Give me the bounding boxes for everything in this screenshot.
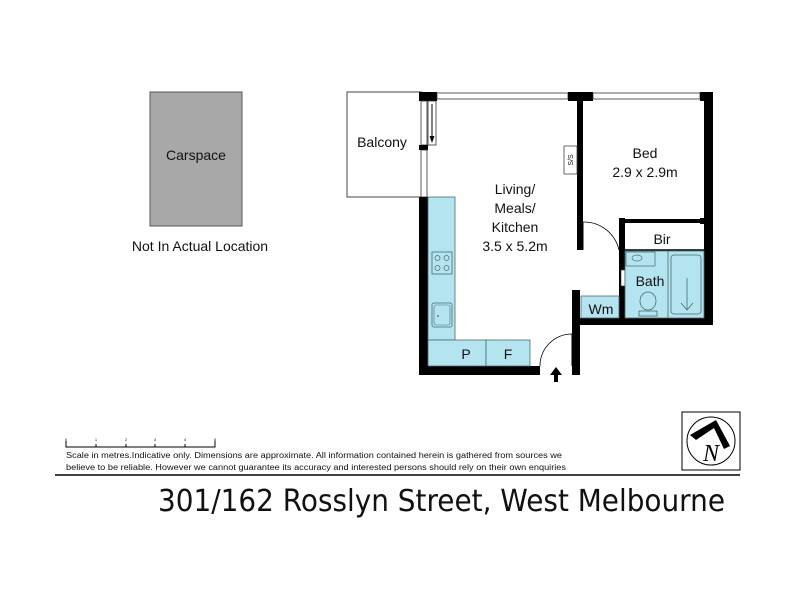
bedroom: Bed 2.9 x 2.9m <box>612 145 677 180</box>
compass-icon: N <box>681 411 741 471</box>
scale-tick: 0 <box>65 437 68 442</box>
living-label-1: Living/ <box>495 181 536 197</box>
pantry-label: P <box>461 346 470 362</box>
address-title: 301/162 Rosslyn Street, West Melbourne <box>158 484 725 519</box>
balcony: Balcony <box>346 91 422 198</box>
bed-label: Bed <box>633 145 658 161</box>
disclaimer-line-2: believe to be reliable. However we canno… <box>66 463 566 472</box>
entry-arrow-icon <box>550 367 562 382</box>
scale-tick: 2 <box>125 437 128 442</box>
bed-dims: 2.9 x 2.9m <box>612 164 677 180</box>
sink-icon <box>431 302 453 328</box>
scale-tick: 3 <box>154 437 157 442</box>
carspace: Carspace <box>149 91 243 227</box>
scale-tick: 5 <box>214 437 217 442</box>
toilet-icon <box>638 291 658 317</box>
carspace-note: Not In Actual Location <box>132 238 268 254</box>
living-room: Living/ Meals/ Kitchen 3.5 x 5.2m <box>482 181 547 254</box>
washing-machine-area <box>580 295 620 319</box>
scale-tick: 1 <box>95 437 98 442</box>
kitchen-bench: P F <box>427 196 531 367</box>
carspace-label: Carspace <box>166 147 226 163</box>
storage-box <box>563 145 578 175</box>
bath-label: Bath <box>636 273 665 289</box>
living-dims: 3.5 x 5.2m <box>482 238 547 254</box>
disclaimer-line-1: Scale in metres.Indicative only. Dimensi… <box>66 451 563 460</box>
walls <box>419 92 713 375</box>
scale-bar: 0 1 2 3 4 5 <box>65 437 217 448</box>
fridge-label: F <box>504 346 513 362</box>
living-label-2: Meals/ <box>494 200 535 216</box>
shower-icon <box>670 254 702 315</box>
bir-label: Bir <box>653 231 670 247</box>
wm-label: Wm <box>589 301 614 317</box>
scale-tick: 4 <box>184 437 187 442</box>
doors <box>429 104 631 367</box>
balcony-label: Balcony <box>357 134 407 150</box>
basin-icon <box>631 254 643 262</box>
ss-label: S/S <box>568 154 575 166</box>
cooktop-icon <box>431 251 453 275</box>
bathroom: Bath <box>624 250 705 319</box>
living-label-3: Kitchen <box>492 219 539 235</box>
compass-north-letter: N <box>702 441 721 467</box>
